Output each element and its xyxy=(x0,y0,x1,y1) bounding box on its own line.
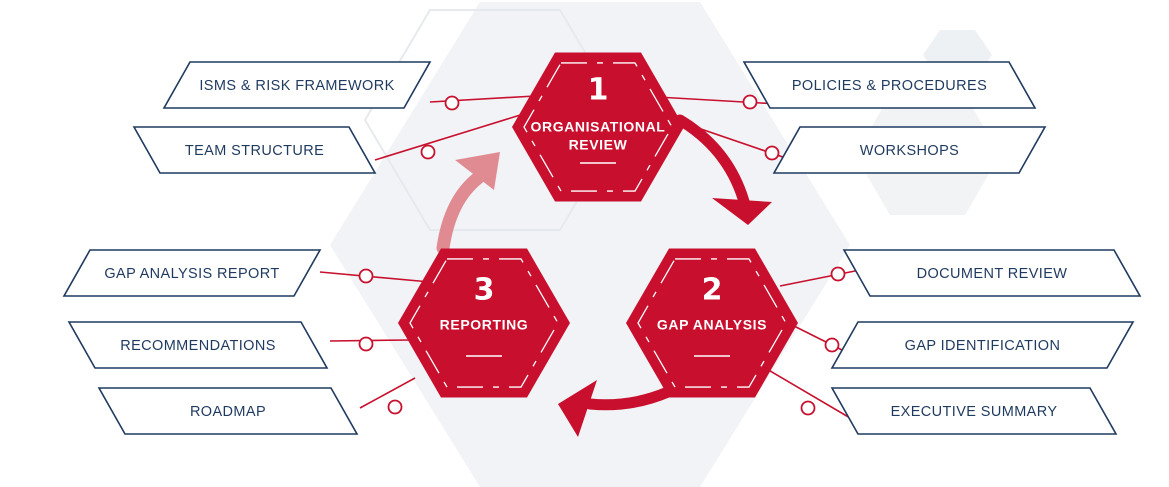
label-box-text: GAP IDENTIFICATION xyxy=(905,338,1061,354)
arrow-head-stage2-to-stage3 xyxy=(558,380,597,437)
label-box-text: ISMS & RISK FRAMEWORK xyxy=(199,78,394,94)
label-box: RECOMMENDATIONS xyxy=(67,321,329,369)
label-box-text: WORKSHOPS xyxy=(860,143,959,159)
label-box-shape xyxy=(830,321,1135,369)
label-box: DOCUMENT REVIEW xyxy=(842,249,1142,297)
label-box-shape xyxy=(97,387,359,435)
hexagon-inner-outline xyxy=(409,258,559,388)
stage-number: 2 xyxy=(702,273,723,308)
stage-title-line2: REVIEW xyxy=(569,137,628,153)
connector-node xyxy=(358,336,374,352)
stage-title: GAP ANALYSIS xyxy=(657,317,767,333)
label-box: EXECUTIVE SUMMARY xyxy=(830,387,1118,435)
connector-node xyxy=(824,337,840,353)
label-box-text: GAP ANALYSIS REPORT xyxy=(104,266,279,282)
label-box: TEAM STRUCTURE xyxy=(132,126,377,174)
connector-line xyxy=(359,377,416,409)
connector-node xyxy=(387,399,403,415)
connector-node xyxy=(444,95,460,111)
connector-node xyxy=(742,94,758,110)
label-box-text: RECOMMENDATIONS xyxy=(120,338,276,354)
stage-number: 3 xyxy=(474,273,495,308)
label-box-text: ROADMAP xyxy=(190,404,266,420)
arrow-stage1-to-stage2 xyxy=(674,114,751,211)
connector-line xyxy=(319,271,431,283)
label-box-shape xyxy=(772,126,1047,174)
arrow-head-stage3-to-stage1 xyxy=(455,152,500,190)
label-box-shape xyxy=(162,61,432,109)
label-box-shape xyxy=(132,126,377,174)
label-box: ROADMAP xyxy=(97,387,359,435)
connector-node xyxy=(800,400,816,416)
label-box-text: TEAM STRUCTURE xyxy=(185,143,324,159)
hexagon-fill xyxy=(512,52,684,202)
stage-title: REPORTING xyxy=(440,317,529,333)
arrow-stage2-to-stage3 xyxy=(584,386,674,411)
connector-node xyxy=(358,268,374,284)
label-box-text: POLICIES & PROCEDURES xyxy=(792,78,987,94)
connector-line xyxy=(374,111,531,161)
connector-node xyxy=(764,145,780,161)
label-box-shape xyxy=(830,387,1118,435)
hexagon-inner-outline xyxy=(523,62,673,192)
hexagon-fill xyxy=(626,248,798,398)
label-box: WORKSHOPS xyxy=(772,126,1047,174)
label-box-shape xyxy=(62,249,322,297)
backdrop-hexagon-outline xyxy=(363,9,627,231)
connector-line xyxy=(759,364,863,426)
hexagon-fill xyxy=(398,248,570,398)
cycle-arrows xyxy=(436,114,772,437)
hexagon-inner-outline xyxy=(637,258,787,388)
stage-title: ORGANISATIONAL xyxy=(531,119,666,135)
label-box-text: DOCUMENT REVIEW xyxy=(917,266,1068,282)
label-box: GAP ANALYSIS REPORT xyxy=(62,249,322,297)
label-box-shape xyxy=(742,61,1037,109)
label-box-shape xyxy=(842,249,1142,297)
label-boxes: ISMS & RISK FRAMEWORK TEAM STRUCTURE POLIC… xyxy=(62,61,1142,435)
connector-node xyxy=(830,266,846,282)
stage-number: 1 xyxy=(588,73,609,108)
connector-node xyxy=(420,144,436,160)
arrow-stage3-to-stage1 xyxy=(436,171,485,255)
label-box: ISMS & RISK FRAMEWORK xyxy=(162,61,432,109)
label-box-text: EXECUTIVE SUMMARY xyxy=(891,404,1058,420)
label-box: POLICIES & PROCEDURES xyxy=(742,61,1037,109)
label-box-shape xyxy=(67,321,329,369)
label-box: GAP IDENTIFICATION xyxy=(830,321,1135,369)
arrow-head-stage1-to-stage2 xyxy=(712,198,772,225)
